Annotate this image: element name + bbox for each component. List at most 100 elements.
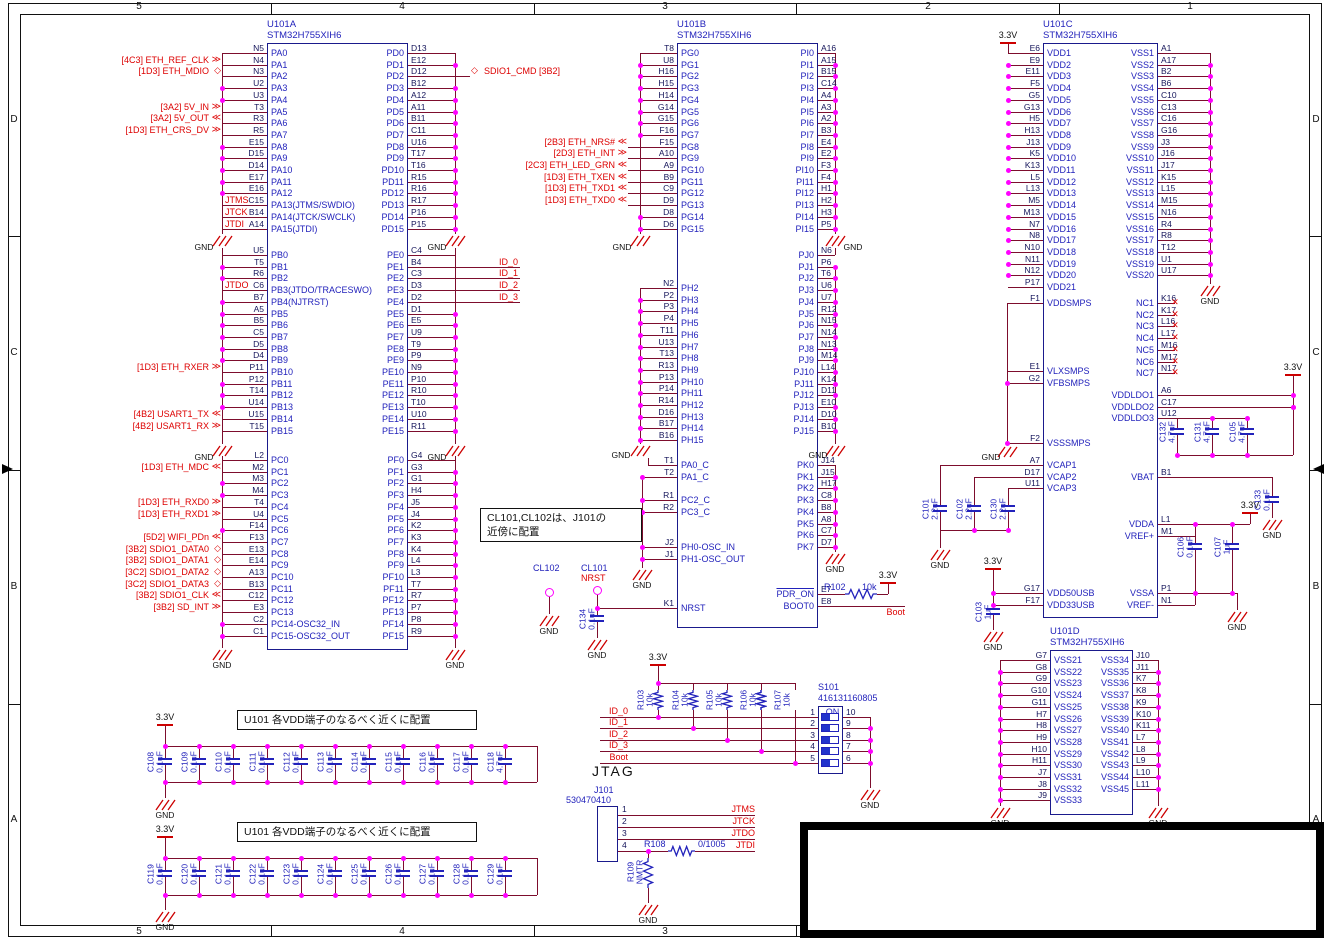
ic-body-U101D[interactable]: [1050, 650, 1133, 815]
capacitor-C120[interactable]: [192, 870, 206, 872]
wire: [834, 248, 836, 255]
junction-dot: [637, 214, 643, 220]
pin-number: T4: [254, 497, 264, 507]
dip-rocker[interactable]: [821, 747, 839, 755]
pin-name-PK2: PK2: [796, 483, 814, 493]
capacitor-C117[interactable]: [464, 758, 478, 760]
ic-body-U101C[interactable]: [1043, 43, 1158, 618]
capacitor-C121[interactable]: [226, 870, 240, 872]
pin-number: F13: [249, 532, 264, 542]
capacitor-C111[interactable]: [260, 758, 274, 760]
resistor-R107[interactable]: [755, 690, 767, 710]
pin-name-VSS43: VSS43: [1100, 760, 1129, 770]
wire: [818, 534, 835, 536]
pin-number: E16: [248, 183, 264, 193]
wire: [454, 53, 456, 234]
resistor-R109[interactable]: [642, 858, 654, 888]
capacitor-C113[interactable]: [328, 758, 342, 760]
capacitor-C126[interactable]: [396, 870, 410, 872]
pin-name-PA10: PA10: [271, 165, 293, 175]
wire: [992, 613, 994, 630]
junction-dot: [452, 381, 458, 387]
gnd-label: GND: [194, 242, 214, 252]
capacitor-C109[interactable]: [192, 758, 206, 760]
wire: [408, 506, 455, 508]
capacitor-C110[interactable]: [226, 758, 240, 760]
capacitor-C122[interactable]: [260, 870, 274, 872]
capacitor-C132[interactable]: [1170, 428, 1184, 430]
capacitor-C101[interactable]: [933, 505, 947, 507]
wire: [408, 459, 455, 461]
resistor-R108[interactable]: [668, 845, 695, 857]
net-label-ID_3: ID_3: [608, 740, 628, 750]
capacitor-C131[interactable]: [1205, 428, 1219, 430]
wire: [993, 604, 1043, 606]
pin-name-VSS12: VSS12: [1125, 177, 1154, 187]
pin-number: E10: [821, 397, 837, 407]
capacitor-C130[interactable]: [1001, 505, 1015, 507]
resistor-R103[interactable]: [652, 690, 664, 710]
testpoint-CL101[interactable]: [592, 585, 602, 595]
pin-name-PG9: PG9: [681, 153, 700, 163]
resistor-R104[interactable]: [687, 690, 699, 710]
resistor-R105[interactable]: [721, 690, 733, 710]
junction-dot: [637, 425, 643, 431]
wire: [1246, 418, 1248, 428]
dip-rocker[interactable]: [821, 736, 839, 744]
dip-rocker[interactable]: [821, 759, 839, 767]
junction-dot: [264, 779, 270, 785]
wire: [198, 765, 200, 782]
dip-rocker[interactable]: [821, 724, 839, 732]
pin-name-PJ12: PJ12: [793, 390, 814, 400]
wire: [1000, 753, 1050, 755]
capacitor-C127[interactable]: [430, 870, 444, 872]
pin-name-NC2: NC2: [1135, 310, 1154, 320]
capacitor-C128[interactable]: [464, 870, 478, 872]
capacitor-C108[interactable]: [158, 758, 172, 760]
capacitor-C124[interactable]: [328, 870, 342, 872]
junction-dot: [1005, 272, 1011, 278]
wire: [221, 248, 223, 444]
pin-number: J4: [411, 509, 420, 519]
wire: [222, 576, 267, 578]
pin-name-VSS31: VSS31: [1054, 772, 1083, 782]
capacitor-C102[interactable]: [967, 505, 981, 507]
wire: [436, 746, 438, 758]
dip-rocker-knob: [822, 737, 830, 743]
pin-name-PE0: PE0: [386, 250, 404, 260]
capacitor-C134[interactable]: [590, 615, 604, 617]
capacitor-C107[interactable]: [1225, 543, 1239, 545]
wire: [628, 192, 677, 194]
capacitor-C125[interactable]: [362, 870, 376, 872]
capacitor-value: 0.1uF: [154, 863, 165, 885]
wire: [408, 371, 455, 373]
wire: [640, 216, 677, 218]
resistor-R102[interactable]: [845, 588, 877, 600]
wire: [642, 558, 677, 560]
capacitor-C133[interactable]: [1265, 496, 1279, 498]
gnd-symbol: [444, 234, 466, 247]
ic-body-U101A[interactable]: [267, 43, 408, 650]
wire: [640, 416, 677, 418]
capacitor-C105[interactable]: [1240, 428, 1254, 430]
capacitor-C103[interactable]: [986, 608, 1000, 610]
junction-dot: [502, 892, 508, 898]
capacitor-C106[interactable]: [1188, 543, 1202, 545]
capacitor-C116[interactable]: [430, 758, 444, 760]
capacitor-C114[interactable]: [362, 758, 376, 760]
capacitor-C123[interactable]: [294, 870, 308, 872]
connector-J101[interactable]: [597, 806, 618, 862]
pin-name-NRST: NRST: [681, 603, 706, 613]
capacitor-C118[interactable]: [498, 758, 512, 760]
capacitor-C129[interactable]: [498, 870, 512, 872]
capacitor-C115[interactable]: [396, 758, 410, 760]
dip-rocker[interactable]: [821, 713, 839, 721]
pin-name-PC5: PC5: [271, 514, 289, 524]
capacitor-C119[interactable]: [158, 870, 172, 872]
pin-number: H3: [821, 207, 832, 217]
capacitor-C112[interactable]: [294, 758, 308, 760]
ic-body-U101B[interactable]: [677, 43, 818, 628]
capacitor-value: 0.1uF: [222, 751, 233, 773]
testpoint-CL102[interactable]: [544, 587, 554, 597]
border-tick: [1059, 3, 1060, 14]
